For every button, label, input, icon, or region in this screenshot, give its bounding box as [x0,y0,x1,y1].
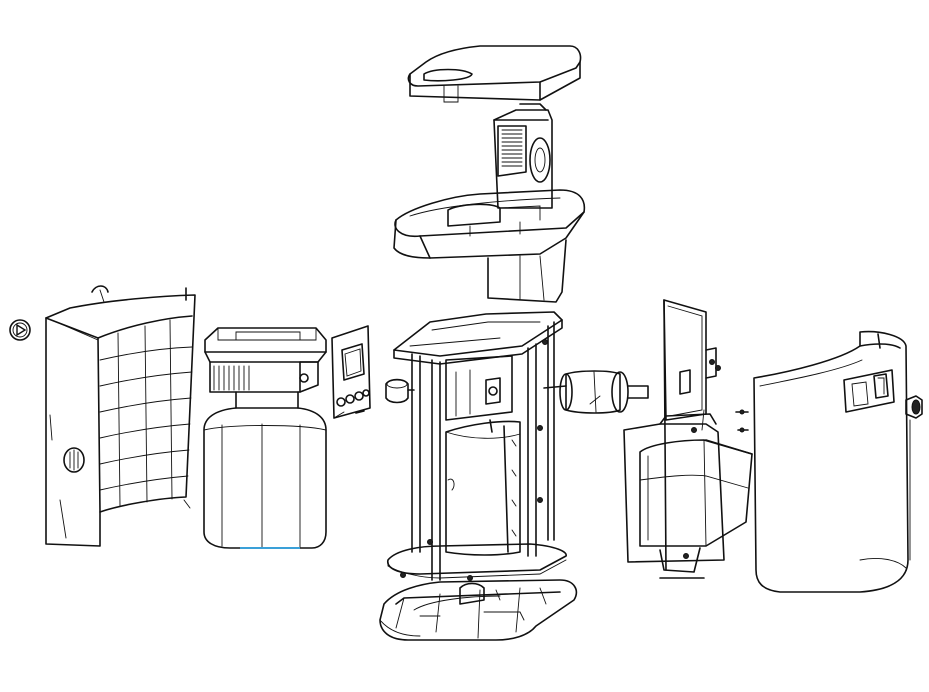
right-side-cover [753,330,923,593]
fan-motor [543,370,649,414]
motor-cylinder [445,419,521,556]
heater-module [623,409,753,579]
top-housing [393,189,586,303]
base-tray [379,579,578,641]
control-panel-display [331,325,371,419]
circuit-board [663,299,721,571]
power-button-cap [9,319,31,341]
top-lid [407,45,582,103]
play-button-icon [16,323,27,337]
water-tank-with-cap [203,327,327,549]
central-frame-chassis [385,311,567,581]
blower-fan [493,103,553,209]
left-side-cover [45,285,196,547]
leader-lines [183,411,345,509]
